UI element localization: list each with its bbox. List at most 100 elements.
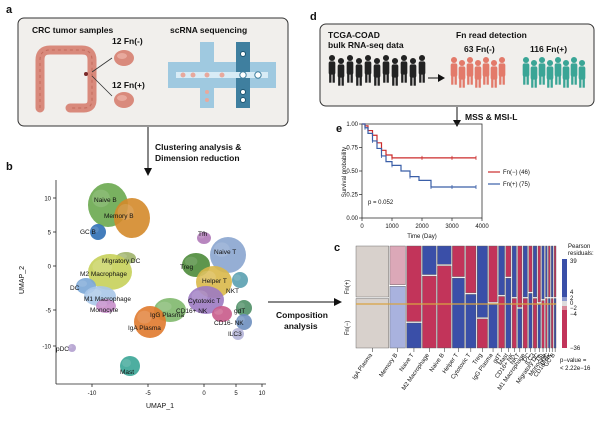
person-icon [570,56,578,85]
umap-cluster-highlight [91,226,99,233]
person-icon [418,54,426,83]
umap-cluster-highlight [237,316,245,323]
umap-label-cd16-nk: CD16- NK [214,320,244,327]
legend-tick-0: 39 [570,259,577,265]
colon-icon [35,45,97,113]
person-icon [538,56,546,85]
umap-y-tick-label: -5 [46,309,52,315]
person-icon [355,57,363,86]
fn-negative-crowd-icon [450,56,506,88]
umap-cluster-highlight [237,302,245,309]
panel-d-pos-count: 116 Fn(+) [530,44,567,54]
umap-cluster-tfh [197,232,211,244]
mosaic-cell-pos-m1-macrophage [522,245,528,298]
umap-label-naive-b: Naive B [94,197,117,204]
umap-y-label: UMAP_2 [19,266,26,294]
person-icon [364,54,372,83]
panel-c-label: c [334,242,340,254]
microfluidic-chip-icon [168,42,276,108]
mosaic-cell-neg-monocyte [545,298,548,349]
mosaic-cell-pos-naive-t [406,245,422,322]
legend-title-1: Pearson [568,244,590,250]
panel-a-box [17,17,289,127]
mosaic-cell-pos-monocyte [545,245,548,298]
umap-cluster-highlight [213,242,230,257]
umap-cluster-mast [120,356,140,376]
umap-label-naive-t: Naive T [214,249,236,256]
mosaic-cell-neg-cd16-nk [511,298,517,349]
umap-label-dc: DC [70,285,80,292]
panel-a-pos-count: 12 Fn(+) [112,80,145,90]
mosaic-cell-pos-gc-b [554,245,557,298]
km-curves [362,123,477,189]
mosaic-cell-pos-cytotoxic-t [465,245,477,294]
umap-cluster-gdt [236,300,252,316]
km-x-tick-label: 1000 [385,224,399,230]
arrow-d-to-e-head [453,120,461,127]
umap-label-tfh: Tfh [198,231,208,238]
mosaic-plot [355,245,557,349]
mosaic-cell-neg-naive-t [406,322,422,349]
umap-y-tick-label: -10 [42,345,51,351]
umap-label-igg-plasma: IgG Plasma [150,312,184,319]
umap-cluster-highlight [184,256,198,267]
mss-text: MSS & MSI-L [465,112,517,122]
mosaic-cell-neg-cd16-nk [551,298,554,349]
step-text-1: Clustering analysis & [155,142,241,152]
mosaic-cell-pos-gdt [498,245,505,296]
umap-cluster-memory-b [114,198,150,238]
legend-title-2: residuals: [568,251,594,257]
person-icon [522,56,530,85]
mosaic-cell-neg-helper-t [452,277,465,349]
umap-label-gdt: gdT [234,308,245,315]
mosaic-cell-neg-gc-b [554,298,557,349]
km-x-label: Time (Day) [407,234,436,240]
umap-label-memory-b: Memory B [104,213,134,220]
mosaic-x-label-gdt: gdT [492,352,503,364]
mosaic-x-label-iga-plasma: IgA Plasma [352,352,375,381]
fn-positive-crowd-icon [522,56,586,88]
composition-text-2: analysis [284,321,318,331]
person-icon [554,56,562,85]
panel-d-title-left-1: TCGA-COAD [328,30,380,40]
km-y-tick-label: 0.50 [346,169,358,175]
umap-clusters [68,183,252,376]
mosaic-x-label-treg: Treg [472,353,484,366]
row-label-neg: Fn(−) [345,321,351,336]
panel-a-title-right: scRNA sequencing [170,25,247,35]
umap-label-gc-b: GC B [80,229,96,236]
umap-cluster-highlight [157,301,172,312]
mosaic-cell-pos-dc [528,245,533,293]
umap-label-ilc3: ILC3 [228,331,242,338]
umap-cluster-nkt [232,272,248,288]
person-icon [578,59,586,88]
panel-d-neg-count: 63 Fn(-) [464,44,495,54]
legend-blue [562,259,567,297]
umap-cluster-highlight [92,259,113,274]
person-icon [346,54,354,83]
km-x-tick-label: 0 [360,224,364,230]
umap-x-tick-label: 10 [259,391,266,397]
person-icon [391,57,399,86]
person-icon [382,54,390,83]
mosaic-cell-pos-migratory-dc [537,245,541,303]
mosaic-cell-neg-ilc3 [533,298,537,349]
person-icon [409,57,417,86]
person-icon [328,54,336,83]
panel-a-title-left: CRC tumor samples [32,25,114,35]
umap-label-nkt: NKT [226,288,239,295]
arrow-a-to-b-head [144,168,152,176]
step-text-2: Dimension reduction [155,153,240,163]
sample-line-bottom [91,75,113,97]
mosaic-cell-pos-tfh [541,245,545,300]
mosaic-cell-neg-m1-macrophage [522,298,528,349]
person-icon [482,56,490,85]
mosaic-cell-pos-memory-b [389,245,406,285]
mosaic-cell-pos-ilc3 [533,245,537,298]
km-curve-fn-75 [362,123,476,188]
